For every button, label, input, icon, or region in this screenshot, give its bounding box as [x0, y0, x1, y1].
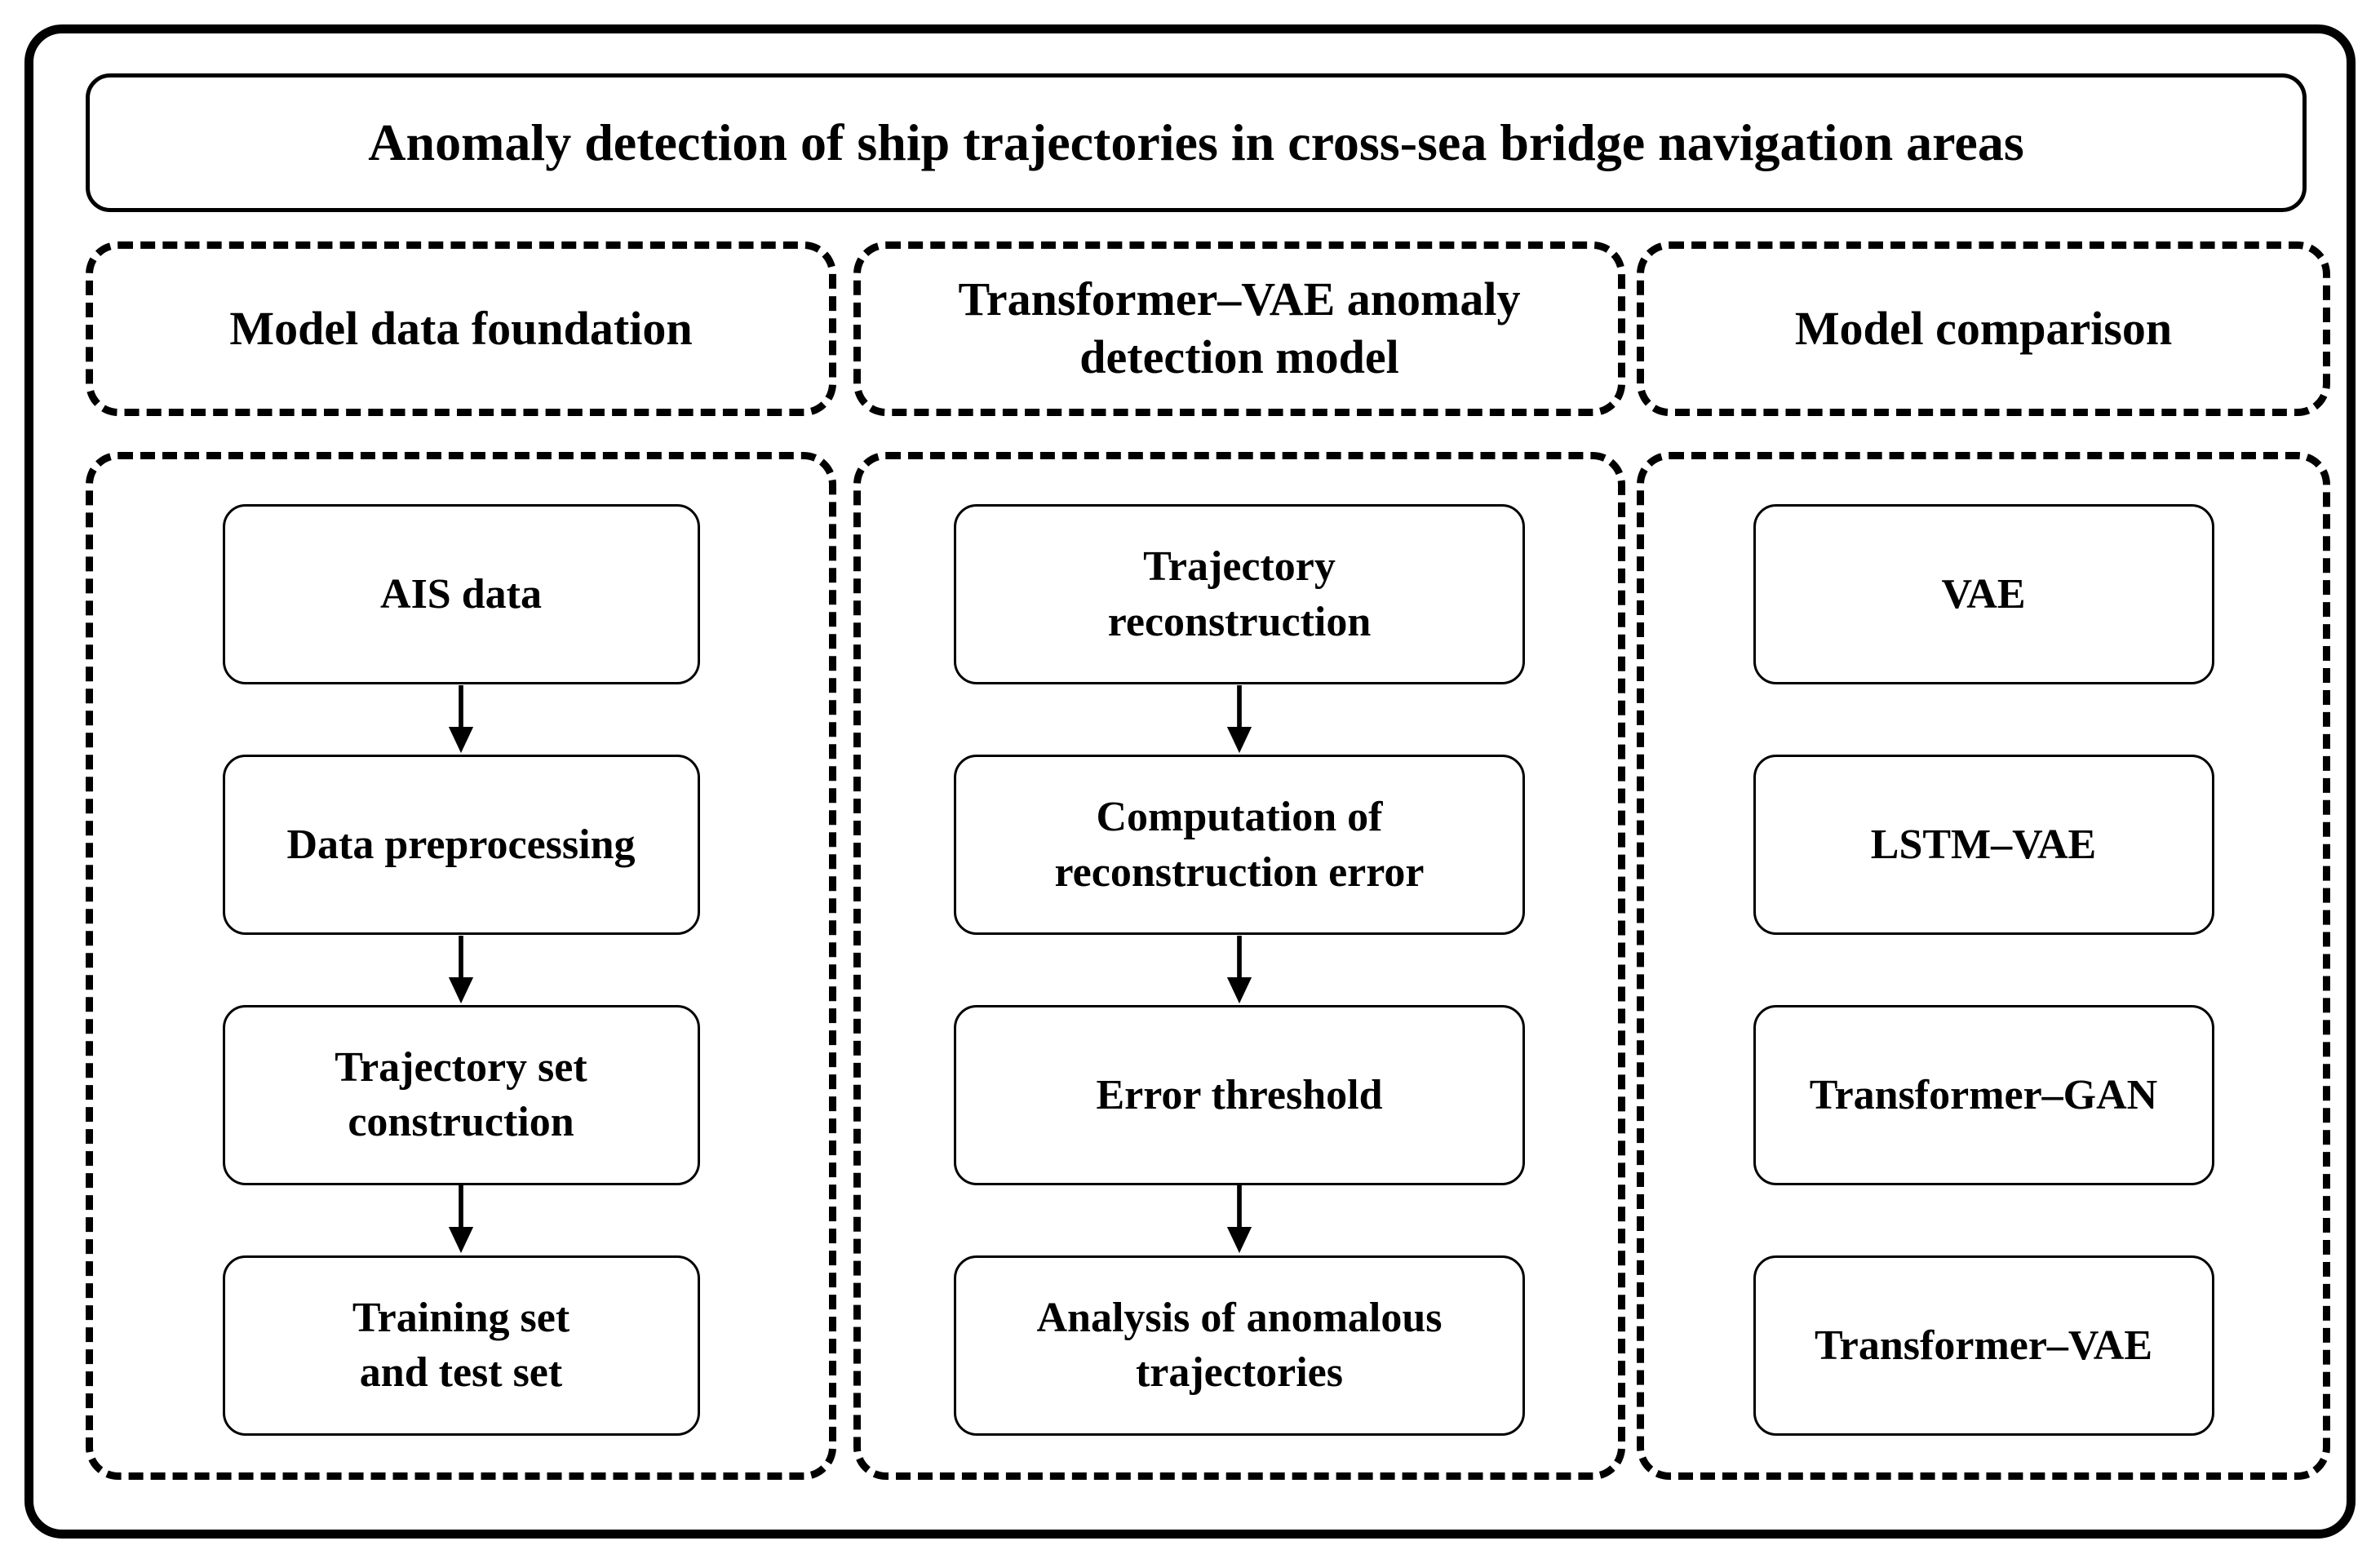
- column-body-model-comparison: VAE LSTM–VAE Transformer–GAN Transformer…: [1637, 452, 2330, 1480]
- page-title: Anomaly detection of ship trajectories i…: [86, 73, 2307, 212]
- node-analysis-of-anomalous-trajectories: Analysis of anomalous trajectories: [954, 1255, 1525, 1437]
- column-model-comparison: Model comparison VAE LSTM–VAE Transforme…: [1637, 241, 2330, 1480]
- down-arrow-icon: [445, 935, 477, 1005]
- column-header-model-comparison: Model comparison: [1637, 241, 2330, 416]
- column-body-model-data-foundation: AIS data Data preprocessing Trajectory s…: [86, 452, 836, 1480]
- spacer: [1967, 1185, 2000, 1255]
- node-vae: VAE: [1753, 504, 2214, 685]
- outer-frame: [24, 24, 2356, 1539]
- node-transformer-vae: Transformer–VAE: [1753, 1255, 2214, 1437]
- node-error-threshold: Error threshold: [954, 1004, 1525, 1186]
- down-arrow-icon: [445, 1185, 477, 1255]
- spacer: [1967, 935, 2000, 1005]
- down-arrow-icon: [445, 684, 477, 755]
- column-header-model-data-foundation: Model data foundation: [86, 241, 836, 416]
- node-data-preprocessing: Data preprocessing: [222, 754, 700, 936]
- node-training-set-and-test-set: Training set and test set: [222, 1255, 700, 1437]
- column-body-transformer-vae-model: Trajectory reconstruction Computation of…: [853, 452, 1625, 1480]
- down-arrow-icon: [1223, 1185, 1256, 1255]
- node-ais-data: AIS data: [222, 504, 700, 685]
- node-transformer-gan: Transformer–GAN: [1753, 1004, 2214, 1186]
- node-lstm-vae: LSTM–VAE: [1753, 754, 2214, 936]
- column-transformer-vae-anomaly-detection-model: Transformer–VAE anomaly detection model …: [853, 241, 1625, 1480]
- node-trajectory-reconstruction: Trajectory reconstruction: [954, 504, 1525, 685]
- column-model-data-foundation: Model data foundation AIS data Data prep…: [86, 241, 836, 1480]
- node-computation-of-reconstruction-error: Computation of reconstruction error: [954, 754, 1525, 936]
- down-arrow-icon: [1223, 684, 1256, 755]
- down-arrow-icon: [1223, 935, 1256, 1005]
- column-header-transformer-vae-model: Transformer–VAE anomaly detection model: [853, 241, 1625, 416]
- node-trajectory-set-construction: Trajectory set construction: [222, 1004, 700, 1186]
- spacer: [1967, 684, 2000, 755]
